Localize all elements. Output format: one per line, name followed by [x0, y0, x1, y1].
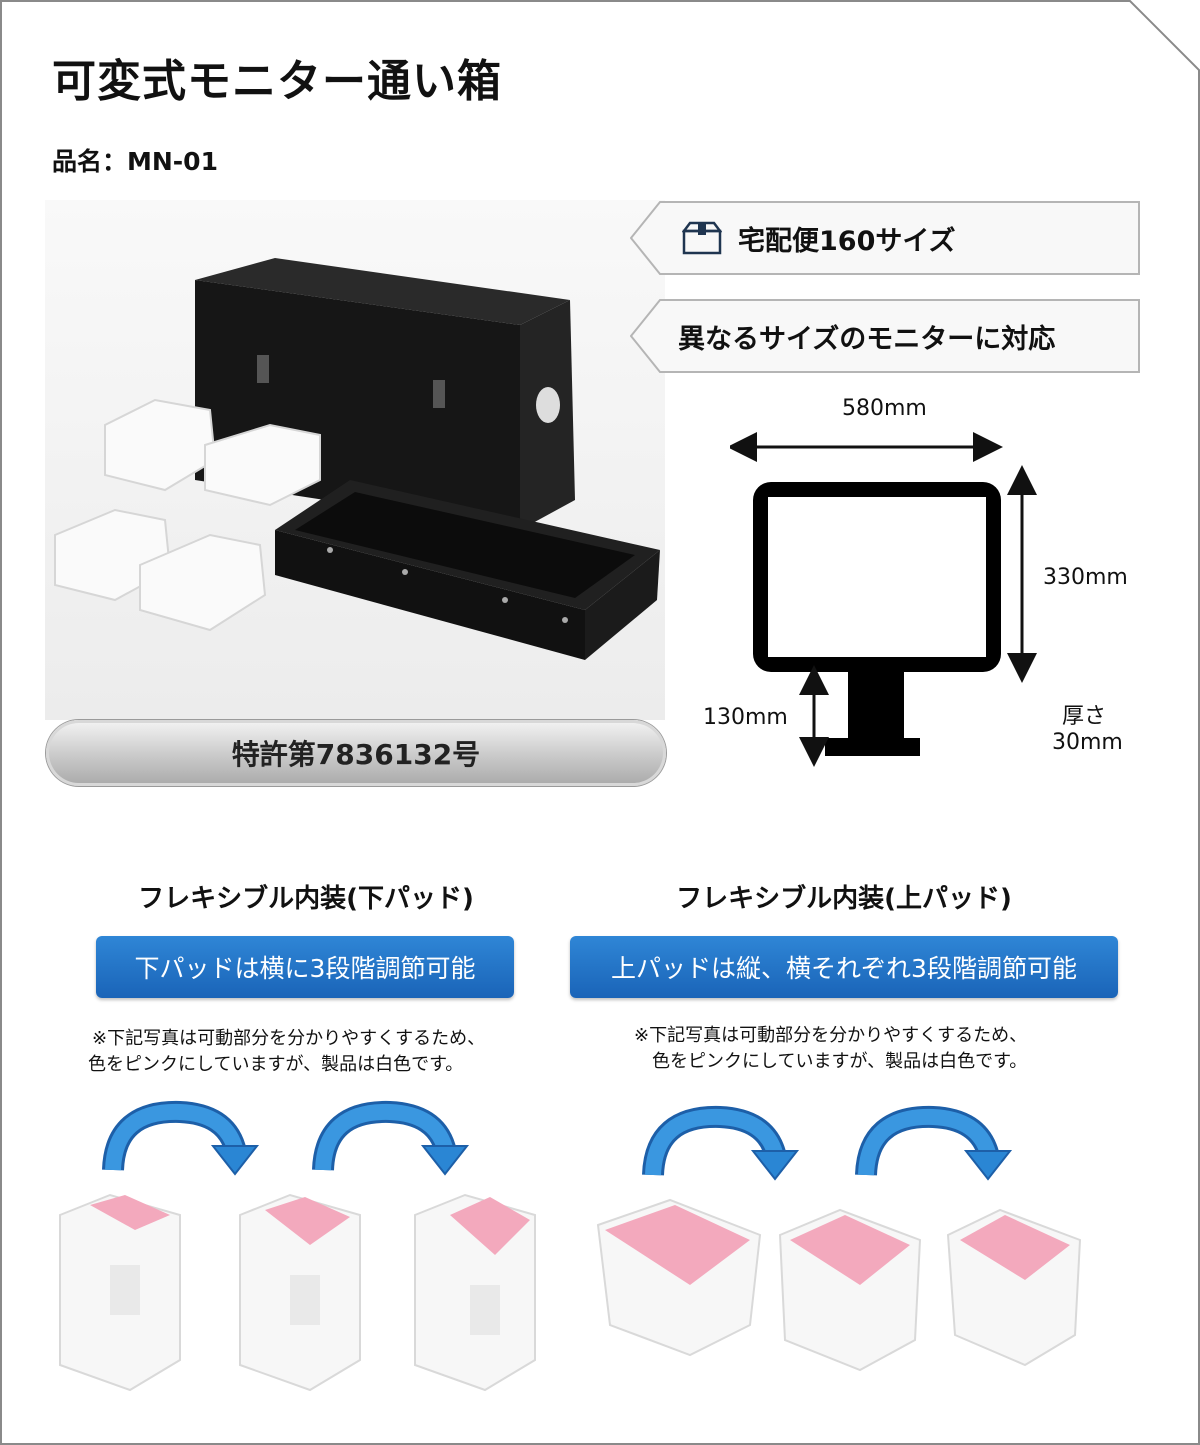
dim-width: 580mm: [842, 396, 927, 421]
section-upper-pad-banner: 上パッドは縦、横それぞれ3段階調節可能: [570, 936, 1118, 998]
upper-pad-photo-2: [778, 1208, 922, 1372]
dim-height: 330mm: [1043, 565, 1128, 590]
section-upper-pad-note-2: 色をピンクにしていますが、製品は白色です。: [652, 1051, 1028, 1072]
box-icon: [682, 221, 722, 255]
foam-pads-illustration: [54, 398, 321, 632]
product-name: 品名：MN-01: [52, 147, 218, 176]
section-upper-pad-title: フレキシブル内装(上パッド): [676, 884, 1012, 914]
tag-multi-size: 異なるサイズのモニターに対応: [630, 299, 1140, 373]
tag-delivery-size-label: 宅配便160サイズ: [738, 225, 956, 257]
dim-thickness: 30mm: [1052, 730, 1123, 755]
monitor-dimension-diagram: [730, 432, 1037, 767]
upper-pad-photo-1: [596, 1198, 762, 1357]
adjust-arrow-1-icon: [102, 1100, 260, 1176]
page-title: 可変式モニター通い箱: [52, 56, 502, 107]
section-lower-pad-note-1: ※下記写真は可動部分を分かりやすくするため、: [92, 1028, 486, 1049]
dim-thickness-label: 厚さ: [1062, 704, 1107, 729]
adjust-arrow-3-icon: [642, 1105, 800, 1181]
section-upper-pad-note-1: ※下記写真は可動部分を分かりやすくするため、: [634, 1025, 1028, 1046]
lower-pad-photo-3: [414, 1193, 536, 1392]
adjust-arrow-2-icon: [312, 1100, 470, 1176]
lower-pad-photo-2: [239, 1193, 361, 1392]
adjust-arrow-4-icon: [855, 1105, 1013, 1181]
patent-badge: 特許第7836132号: [46, 720, 666, 786]
section-lower-pad-title: フレキシブル内装(下パッド): [138, 884, 474, 914]
dim-stand: 130mm: [703, 705, 788, 730]
lower-pad-photo-1: [59, 1193, 181, 1392]
tag-multi-size-label: 異なるサイズのモニターに対応: [678, 323, 1056, 355]
upper-pad-photo-3: [946, 1208, 1082, 1367]
tag-delivery-size: 宅配便160サイズ: [630, 201, 1140, 275]
product-photo: [45, 200, 665, 720]
section-lower-pad-banner: 下パッドは横に3段階調節可能: [96, 936, 514, 998]
pad-adjustment-photos: [59, 1193, 1082, 1392]
section-lower-pad-note-2: 色をピンクにしていますが、製品は白色です。: [88, 1054, 464, 1075]
